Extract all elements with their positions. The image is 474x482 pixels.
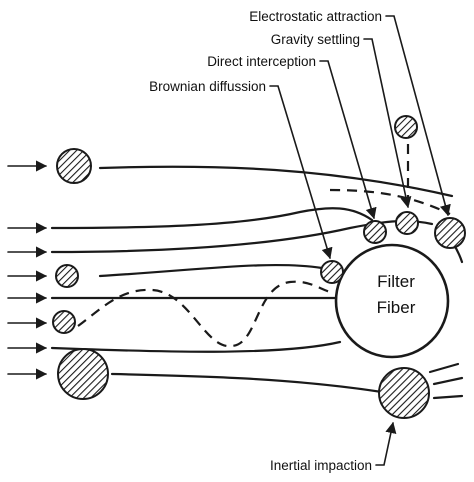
leader-brownian <box>269 85 333 260</box>
particle-captured-interception <box>363 220 387 244</box>
particle-trajectories <box>77 144 451 348</box>
label-inertial-impaction: Inertial impaction <box>270 458 372 473</box>
streamline <box>432 376 464 386</box>
streamline <box>110 372 384 394</box>
leader-gravity <box>363 38 412 209</box>
particle-inertial-incoming <box>57 348 109 400</box>
mechanism-labels: Electrostatic attraction Gravity settlin… <box>149 9 382 473</box>
particle-large <box>56 148 92 184</box>
streamlines <box>50 165 464 400</box>
streamline <box>98 165 454 198</box>
filter-fiber-circle <box>334 243 450 359</box>
leader-electrostatic <box>385 15 451 217</box>
particle-small <box>55 264 79 288</box>
electrostatic-trajectory <box>329 188 451 215</box>
particles <box>52 115 466 419</box>
particle-captured-electrostatic <box>434 217 466 249</box>
streamline <box>428 362 460 374</box>
label-direct-interception: Direct interception <box>207 54 316 69</box>
streamline <box>432 394 464 400</box>
streamline <box>98 263 324 278</box>
particle-captured-inertial <box>378 367 430 419</box>
leader-interception <box>319 60 377 220</box>
label-gravity-settling: Gravity settling <box>271 32 360 47</box>
particle-captured-brownian <box>320 260 344 284</box>
brownian-trajectory <box>77 280 331 348</box>
fiber-label-line1: Filter <box>377 272 415 291</box>
label-brownian-diffusion: Brownian diffussion <box>149 79 266 94</box>
filter-fiber: Filter Fiber <box>334 243 450 359</box>
particle-small <box>52 310 76 334</box>
streamline <box>50 207 374 230</box>
label-electrostatic-attraction: Electrostatic attraction <box>249 9 382 24</box>
fiber-label-line2: Fiber <box>377 298 416 317</box>
leader-inertial <box>375 421 397 466</box>
particle-gravity-falling <box>394 115 418 139</box>
streamline <box>50 340 342 353</box>
particle-captured-gravity <box>395 211 419 235</box>
leader-lines <box>269 15 451 466</box>
inlet-arrows <box>7 160 48 380</box>
